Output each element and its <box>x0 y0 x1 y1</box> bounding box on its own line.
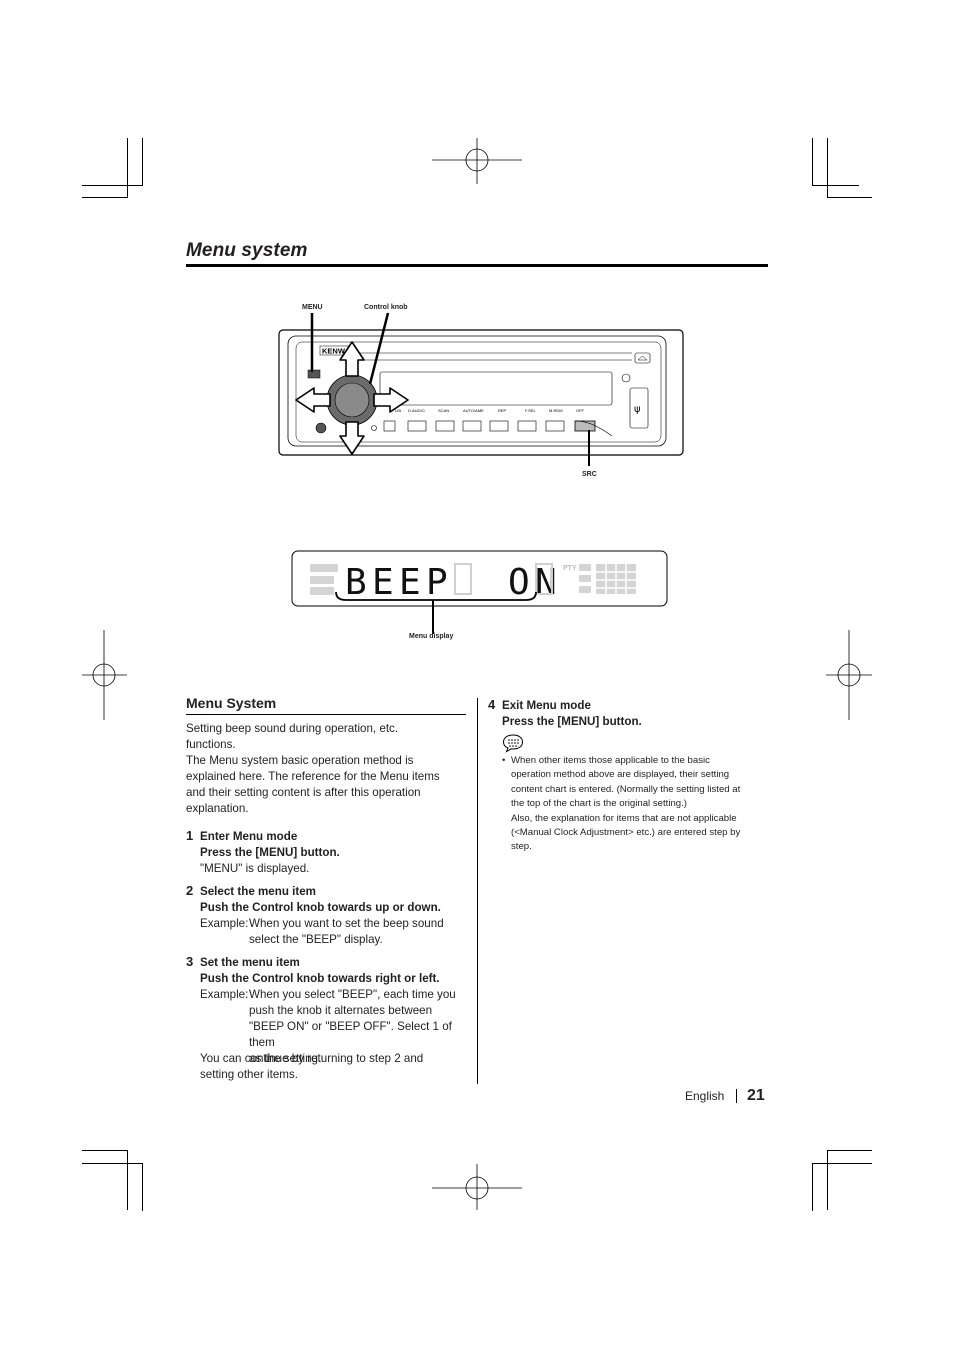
menu-callout: MENU <box>302 304 323 311</box>
page-title: Menu system <box>186 240 308 261</box>
intro-line: explanation. <box>186 802 249 815</box>
intro-paragraph: Setting beep sound during operation, etc… <box>186 721 471 817</box>
step-4-action: Press the [MENU] button. <box>502 715 642 728</box>
panel-label: REP <box>498 408 507 413</box>
intro-line: Setting beep sound during operation, etc… <box>186 722 399 735</box>
head-unit-illustration: KENW ψ LIB D.AUDIO SCAN AUTO/AME REP F.SEL M.R… <box>278 312 684 466</box>
segment-character: N <box>535 562 557 603</box>
segment-character: P <box>426 562 448 603</box>
note-text: When other items those applicable to the… <box>511 755 741 853</box>
step-2-example-line: When you want to set the beep sound <box>249 917 444 930</box>
step-2-title: Select the menu item <box>200 885 316 898</box>
step-2-example-line: select the "BEEP" display. <box>249 933 383 946</box>
page-number: 21 <box>747 1087 765 1104</box>
step-3-after-line: setting other items. <box>200 1068 298 1081</box>
panel-label: OFF <box>576 408 585 413</box>
note-bullet: • <box>502 755 506 766</box>
intro-line: and their setting content is after this … <box>186 786 421 799</box>
brand-logo: KENW <box>322 347 346 356</box>
pty-indicator: PTY <box>563 565 577 572</box>
intro-line: functions. <box>186 738 236 751</box>
step-3-after-line: You can continue by returning to step 2 … <box>200 1052 424 1065</box>
footer-divider <box>736 1089 737 1103</box>
section-title: Menu System <box>186 695 277 711</box>
step-1-title: Enter Menu mode <box>200 830 298 843</box>
step-4: Exit Menu mode Press the [MENU] button. <box>502 698 762 730</box>
panel-label: D.AUDIO <box>408 408 425 413</box>
intro-line: The Menu system basic operation method i… <box>186 754 414 767</box>
footer-language: English <box>685 1089 725 1103</box>
control-knob-callout: Control knob <box>364 304 408 311</box>
panel-label: F.SEL <box>525 408 536 413</box>
step-2-number: 2 <box>186 883 194 898</box>
step-4-title: Exit Menu mode <box>502 699 591 712</box>
svg-text:ψ: ψ <box>634 404 641 415</box>
step-3-example-line: as the setting. <box>249 1052 322 1065</box>
segment-character: E <box>372 562 394 603</box>
src-callout: SRC <box>582 471 597 478</box>
title-rule <box>186 264 768 267</box>
step-3-example-line: "BEEP ON" or "BEEP OFF". Select 1 of the… <box>249 1020 452 1049</box>
step-1-number: 1 <box>186 828 194 843</box>
intro-line: explained here. The reference for the Me… <box>186 770 440 783</box>
panel-label: AUTO/AME <box>463 408 484 413</box>
step-3-action: Push the Control knob towards right or l… <box>200 972 440 985</box>
step-3-example-line: When you select "BEEP", each time you <box>249 988 456 1001</box>
menu-display-callout: Menu display <box>409 633 454 640</box>
panel-label: SCAN <box>438 408 449 413</box>
step-4-number: 4 <box>488 697 496 712</box>
step-2: Select the menu item Push the Control kn… <box>200 884 470 948</box>
note-icon <box>502 734 524 753</box>
step-2-example-label: Example: <box>200 917 249 930</box>
panel-label: M.RDM <box>549 408 563 413</box>
section-rule <box>186 714 466 715</box>
step-3-number: 3 <box>186 954 194 969</box>
step-3: Set the menu item Push the Control knob … <box>200 955 470 1083</box>
step-3-example-label: Example: <box>200 988 249 1001</box>
segment-character: E <box>399 562 421 603</box>
column-divider <box>477 698 478 1084</box>
segment-character: O <box>508 562 530 603</box>
step-1-text: "MENU" is displayed. <box>200 862 310 875</box>
segment-character: B <box>345 562 367 603</box>
panel-label: LIB <box>395 408 401 413</box>
step-3-title: Set the menu item <box>200 956 300 969</box>
step-3-example-line: push the knob it alternates between <box>249 1004 433 1017</box>
step-1-action: Press the [MENU] button. <box>200 846 340 859</box>
step-1: Enter Menu mode Press the [MENU] button.… <box>200 829 470 877</box>
step-2-action: Push the Control knob towards up or down… <box>200 901 441 914</box>
